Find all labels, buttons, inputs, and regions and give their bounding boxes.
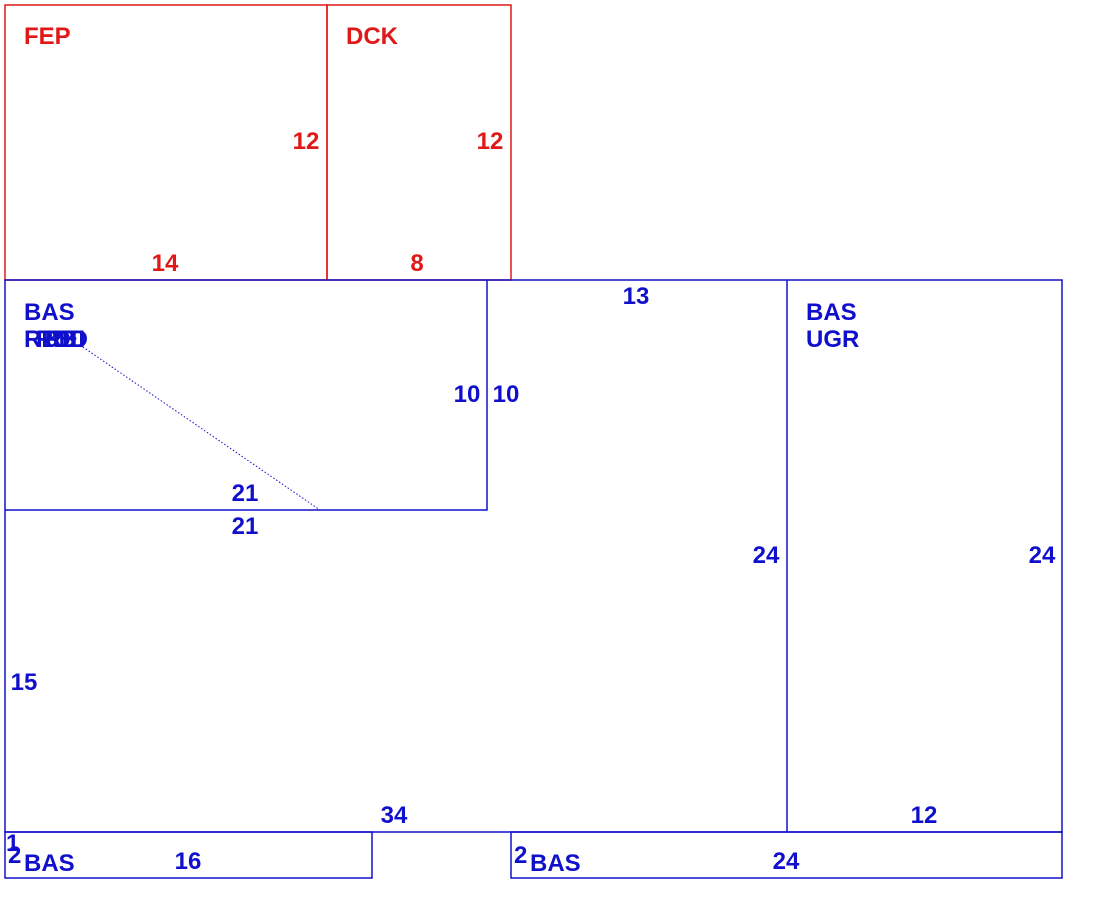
strip-left-label: BAS	[24, 850, 75, 877]
bas-sub-code-1: RBB	[24, 326, 76, 353]
main-top-dim: 13	[623, 283, 650, 310]
main-inner-width-dim: 21	[232, 513, 259, 540]
bas-sub-code-3: REI	[45, 326, 85, 353]
ugr-bottom-dim: 12	[911, 802, 938, 829]
main-right-dim: 24	[753, 542, 780, 569]
dck-height-dim: 12	[477, 128, 504, 155]
main-bottom-dim: 34	[381, 802, 408, 829]
bas-strip-right-outline	[510, 831, 1063, 879]
strip-right-label: BAS	[530, 850, 581, 877]
strip-right-width-dim: 24	[773, 848, 800, 875]
bas-sub-code-2: RDD	[36, 326, 88, 353]
bas-top-left-outline	[5, 280, 488, 511]
strip-left-small-dim: 1	[6, 830, 19, 857]
bas-top-left-label: BAS	[24, 299, 75, 326]
strip-right-height-dim: 2	[514, 842, 527, 869]
fep-width-dim: 14	[152, 250, 179, 277]
ugr-sub-label: UGR	[806, 326, 859, 353]
bas-top-left-height-dim: 10	[454, 381, 481, 408]
bas-strip-left-outline	[4, 831, 373, 879]
main-left-dim: 15	[11, 669, 38, 696]
bas-top-left-width-dim: 21	[232, 480, 259, 507]
ugr-height-dim: 24	[1029, 542, 1056, 569]
fep-label: FEP	[24, 23, 71, 50]
fep-height-dim: 12	[293, 128, 320, 155]
strip-left-width-dim: 16	[175, 848, 202, 875]
bas-ugr-label: BAS	[806, 299, 857, 326]
dck-label: DCK	[346, 23, 399, 50]
dck-width-dim: 8	[410, 250, 423, 277]
main-inner-left-dim: 10	[493, 381, 520, 408]
main-outline	[4, 279, 1063, 833]
strip-left-height-dim: 2	[8, 842, 21, 869]
diagonal-dotted-line	[79, 344, 321, 511]
